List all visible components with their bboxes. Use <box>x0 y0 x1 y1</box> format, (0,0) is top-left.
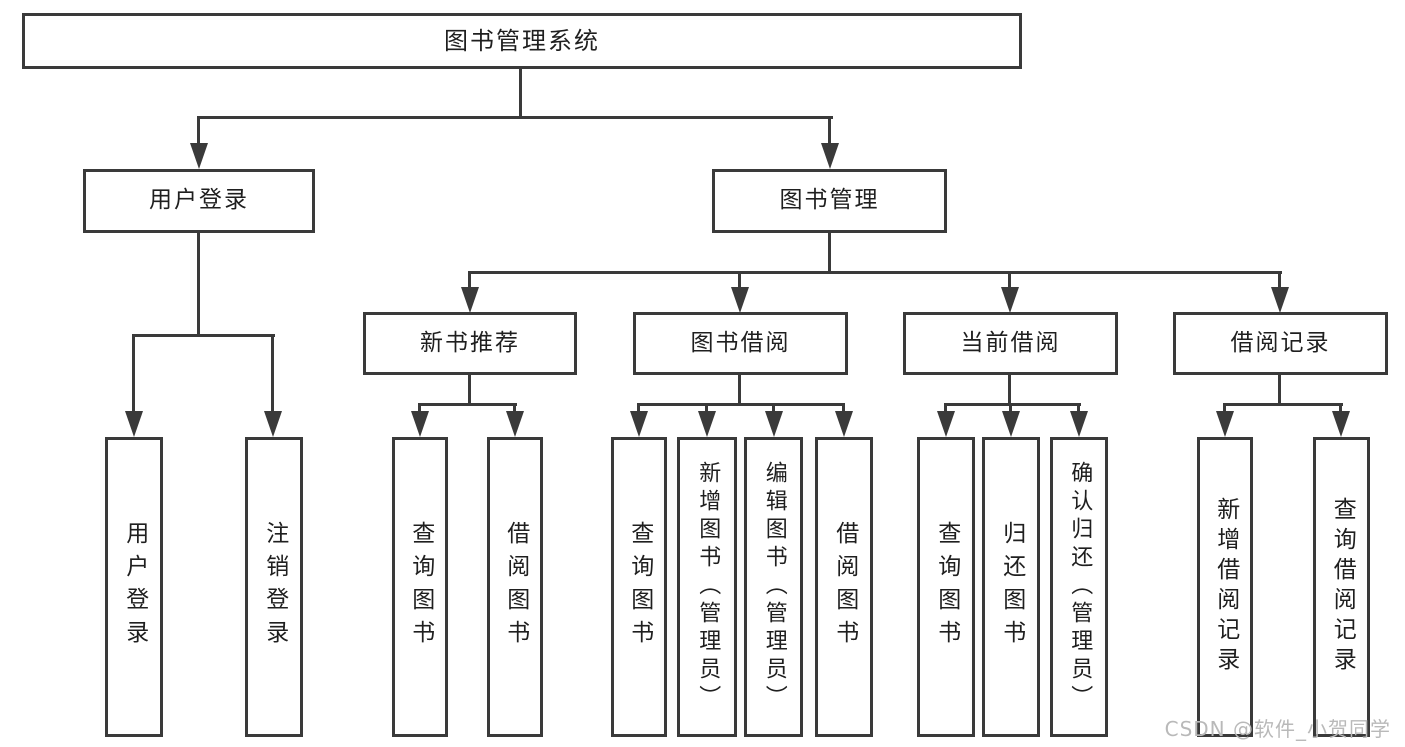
arrowhead-icon <box>835 411 853 437</box>
connector-drop <box>1223 403 1226 413</box>
arrowhead-icon <box>1271 287 1289 313</box>
leaf-edit-books-admin: 编辑图书（管理员） <box>744 437 803 737</box>
connector-root-stem <box>519 69 522 119</box>
connector-stem <box>468 374 471 406</box>
arrowhead-icon <box>125 411 143 437</box>
node-book-borrow: 图书借阅 <box>633 312 848 375</box>
connector-drop <box>1009 403 1012 413</box>
leaf-borrow-books-2: 借阅图书 <box>815 437 873 737</box>
connector-drop <box>1077 403 1080 413</box>
node-book-management: 图书管理 <box>712 169 947 233</box>
connector-drop <box>197 116 200 146</box>
arrowhead-icon <box>1070 411 1088 437</box>
connector-drop <box>842 403 845 413</box>
node-borrow-records: 借阅记录 <box>1173 312 1388 375</box>
leaf-borrow-books-1-label: 借阅图书 <box>502 521 529 653</box>
leaf-add-books-admin: 新增图书（管理员） <box>677 437 737 737</box>
connector-split <box>418 403 517 406</box>
connector-split <box>132 334 275 337</box>
node-borrow-records-label: 借阅记录 <box>1230 329 1331 356</box>
leaf-return-books-label: 归还图书 <box>998 521 1025 653</box>
node-current-borrow: 当前借阅 <box>903 312 1118 375</box>
leaf-edit-books-admin-label: 编辑图书（管理员） <box>761 461 787 713</box>
connector-root-split <box>197 116 833 119</box>
connector-stem <box>197 232 200 337</box>
connector-drop <box>705 403 708 413</box>
connector-drop <box>1008 271 1011 289</box>
connector-drop <box>418 403 421 413</box>
csdn-watermark: CSDN @软件_小贺同学 <box>1164 717 1391 741</box>
connector-drop <box>772 403 775 413</box>
connector-drop <box>1339 403 1342 413</box>
leaf-borrow-books-1: 借阅图书 <box>487 437 543 737</box>
connector-drop <box>271 334 274 412</box>
connector-stem <box>1008 374 1011 406</box>
node-new-book-recommend-label: 新书推荐 <box>420 329 520 356</box>
leaf-confirm-return-admin: 确认归还（管理员） <box>1050 437 1108 737</box>
leaf-query-books-1: 查询图书 <box>392 437 448 737</box>
connector-stem <box>828 232 831 274</box>
connector-drop <box>513 403 516 413</box>
leaf-logout: 注销登录 <box>245 437 303 737</box>
connector-split <box>1223 403 1343 406</box>
leaf-logout-label: 注销登录 <box>261 521 288 653</box>
arrowhead-icon <box>1002 411 1020 437</box>
leaf-query-books-1-label: 查询图书 <box>407 521 434 653</box>
leaf-query-borrow-record-label: 查询借阅记录 <box>1329 497 1356 677</box>
leaf-user-login: 用户登录 <box>105 437 163 737</box>
connector-drop <box>828 116 831 146</box>
arrowhead-icon <box>411 411 429 437</box>
connector-drop <box>468 271 471 289</box>
leaf-add-books-admin-label: 新增图书（管理员） <box>695 461 721 713</box>
arrowhead-icon <box>698 411 716 437</box>
arrowhead-icon <box>506 411 524 437</box>
leaf-query-books-3-label: 查询图书 <box>933 521 960 653</box>
leaf-borrow-books-2-label: 借阅图书 <box>831 521 858 653</box>
node-root: 图书管理系统 <box>22 13 1022 69</box>
leaf-query-borrow-record: 查询借阅记录 <box>1313 437 1370 737</box>
connector-split <box>468 271 1282 274</box>
arrowhead-icon <box>937 411 955 437</box>
connector-stem <box>738 374 741 406</box>
connector-drop <box>738 271 741 289</box>
node-user-login: 用户登录 <box>83 169 315 233</box>
leaf-query-books-3: 查询图书 <box>917 437 975 737</box>
connector-stem <box>1278 374 1281 406</box>
arrowhead-icon <box>630 411 648 437</box>
arrowhead-icon <box>1216 411 1234 437</box>
arrowhead-icon <box>821 143 839 169</box>
connector-drop <box>1278 271 1281 289</box>
node-book-borrow-label: 图书借阅 <box>690 329 791 356</box>
arrowhead-icon <box>461 287 479 313</box>
leaf-confirm-return-admin-label: 确认归还（管理员） <box>1067 461 1093 713</box>
node-root-label: 图书管理系统 <box>444 26 600 55</box>
arrowhead-icon <box>1332 411 1350 437</box>
node-current-borrow-label: 当前借阅 <box>960 329 1061 356</box>
connector-drop <box>132 334 135 412</box>
leaf-add-borrow-record-label: 新增借阅记录 <box>1212 497 1239 677</box>
leaf-user-login-label: 用户登录 <box>121 521 148 653</box>
node-new-book-recommend: 新书推荐 <box>363 312 577 375</box>
leaf-add-borrow-record: 新增借阅记录 <box>1197 437 1253 737</box>
arrowhead-icon <box>731 287 749 313</box>
arrowhead-icon <box>1001 287 1019 313</box>
arrowhead-icon <box>190 143 208 169</box>
connector-split <box>944 403 1081 406</box>
arrowhead-icon <box>765 411 783 437</box>
connector-drop <box>944 403 947 413</box>
node-book-management-label: 图书管理 <box>779 187 880 214</box>
arrowhead-icon <box>264 411 282 437</box>
connector-split <box>637 403 845 406</box>
leaf-query-books-2: 查询图书 <box>611 437 667 737</box>
connector-drop <box>637 403 640 413</box>
leaf-return-books: 归还图书 <box>982 437 1040 737</box>
node-user-login-label: 用户登录 <box>149 187 249 214</box>
leaf-query-books-2-label: 查询图书 <box>626 521 653 653</box>
